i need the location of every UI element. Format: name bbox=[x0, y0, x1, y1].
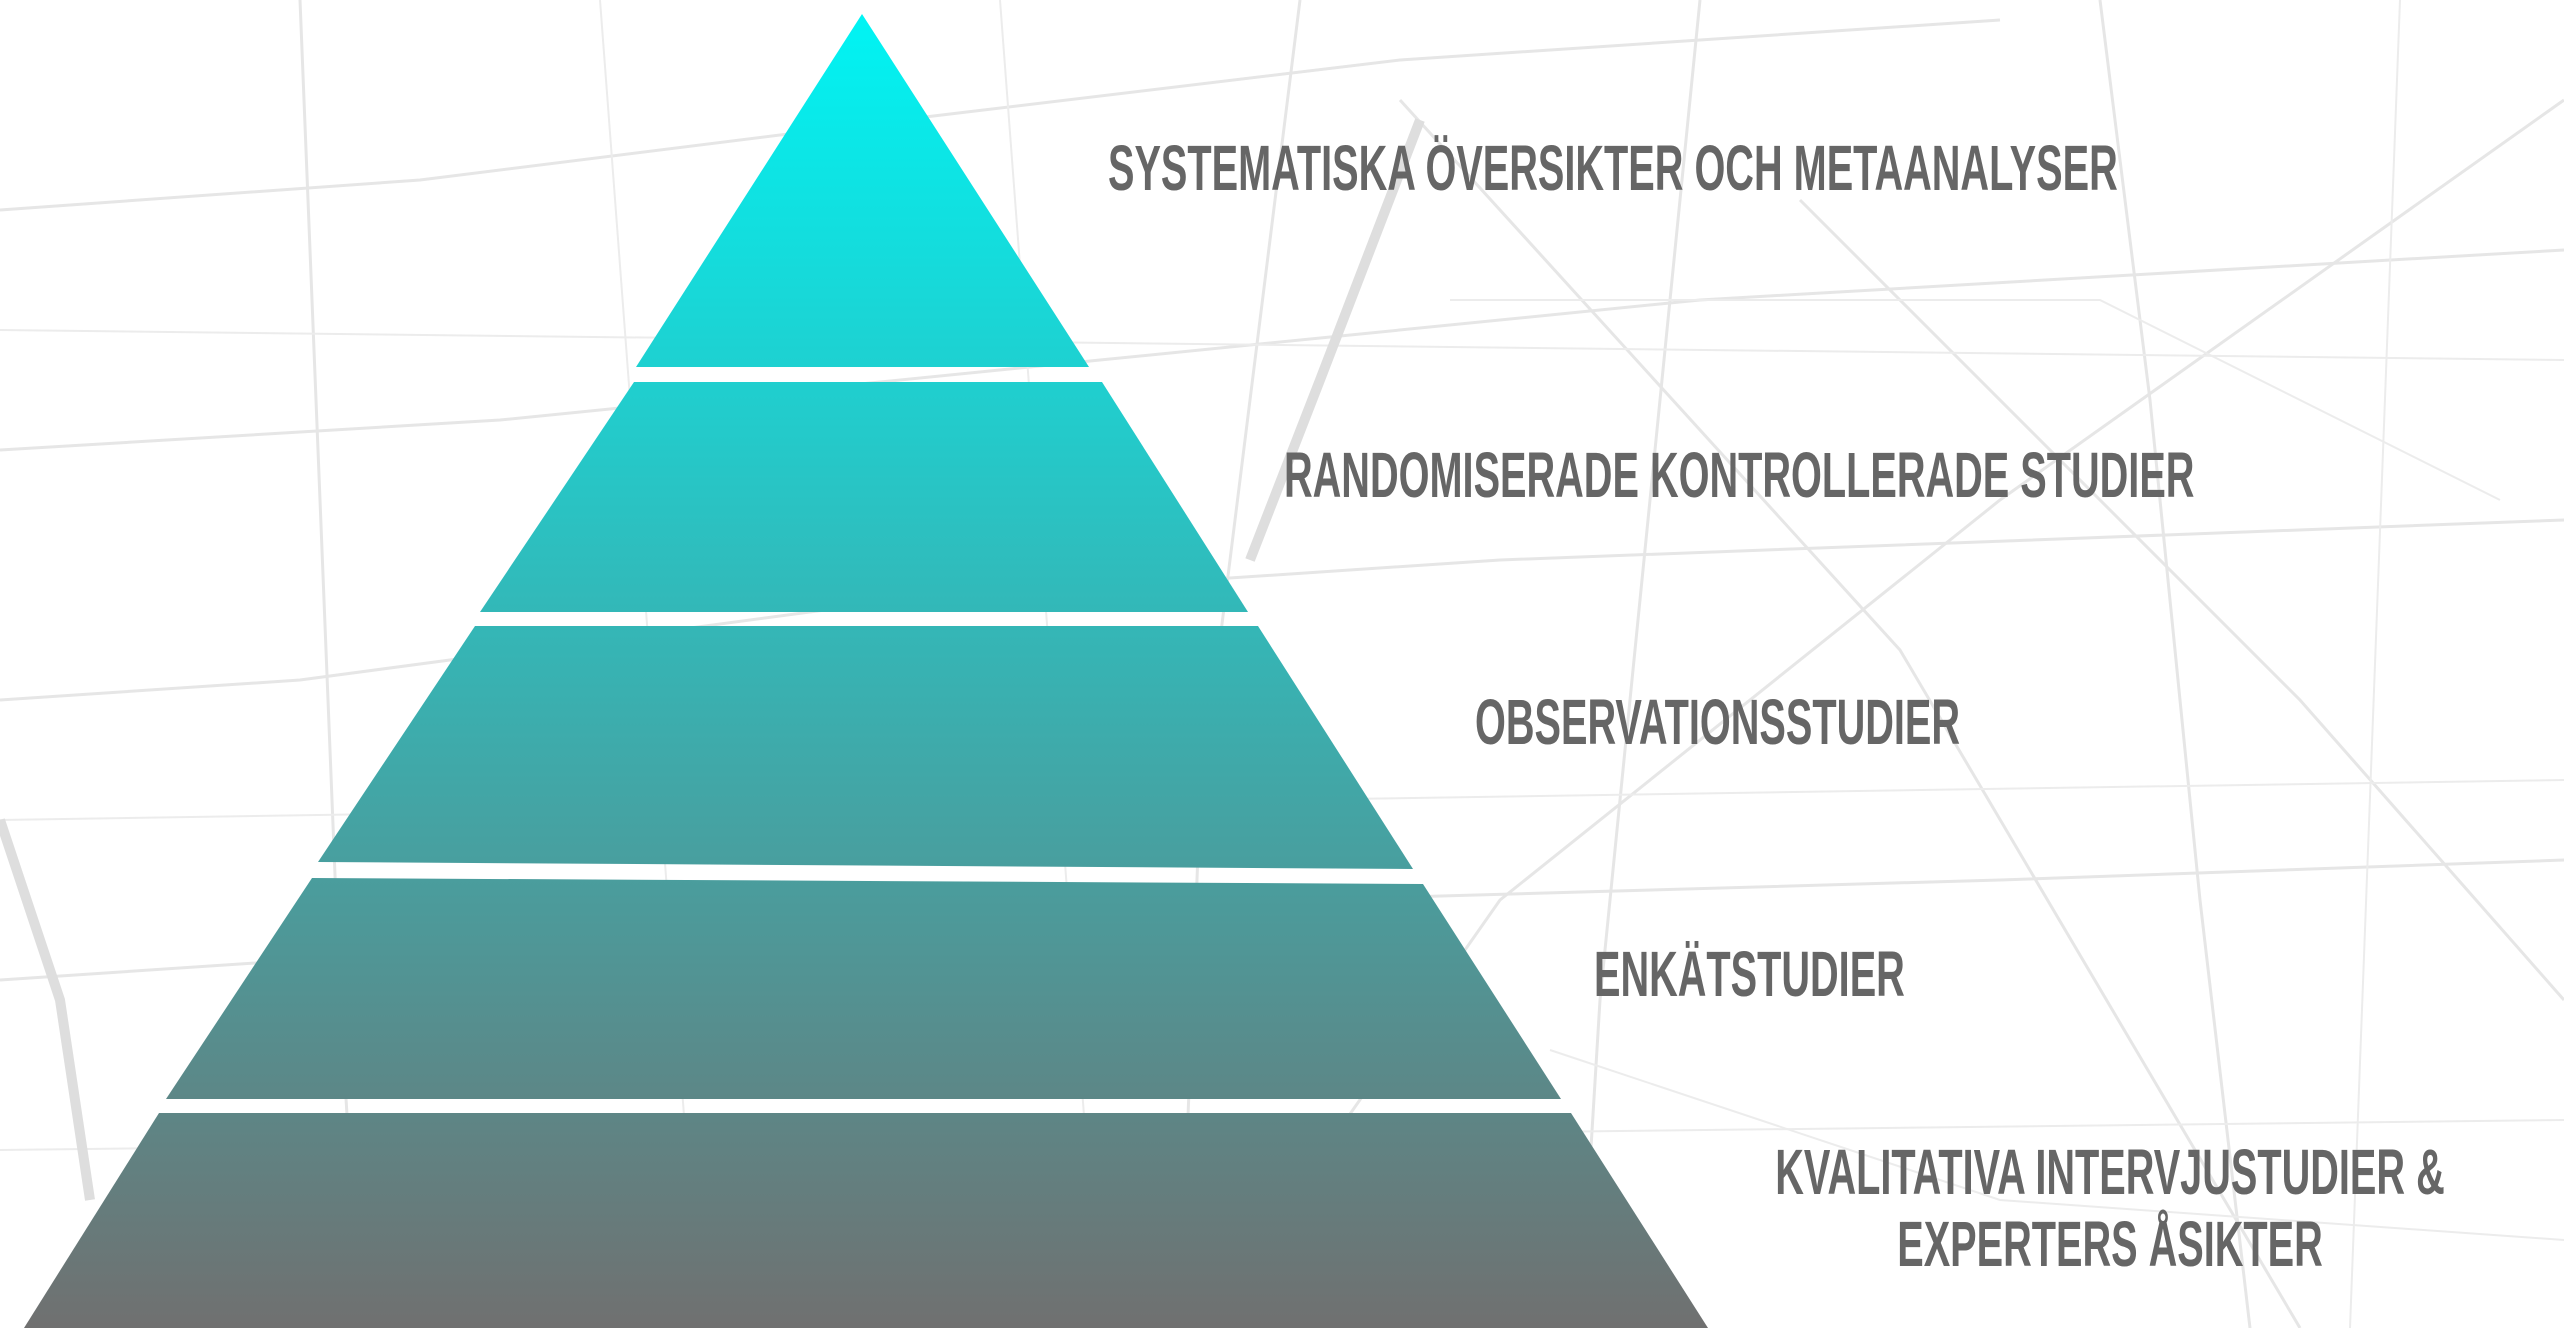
pyramid-level-3 bbox=[318, 626, 1413, 869]
pyramid-level-2 bbox=[480, 382, 1248, 612]
pyramid-level-1 bbox=[636, 14, 1089, 367]
level-4-label: ENKÄTSTUDIER bbox=[1594, 938, 1905, 1010]
pyramid-level-4 bbox=[166, 878, 1561, 1099]
pyramid-level-5 bbox=[24, 1113, 1708, 1328]
level-5-label-line-2: EXPERTERS ÅSIKTER bbox=[1897, 1208, 2323, 1280]
level-5-label: KVALITATIVA INTERVJUSTUDIER & EXPERTERS … bbox=[1769, 1136, 2451, 1280]
level-3-label: OBSERVATIONSSTUDIER bbox=[1475, 686, 1961, 758]
level-5-label-line-1: KVALITATIVA INTERVJUSTUDIER & bbox=[1775, 1136, 2445, 1208]
level-1-label: SYSTEMATISKA ÖVERSIKTER OCH METAANALYSER bbox=[1108, 132, 2118, 204]
level-2-label: RANDOMISERADE KONTROLLERADE STUDIER bbox=[1284, 439, 2195, 511]
